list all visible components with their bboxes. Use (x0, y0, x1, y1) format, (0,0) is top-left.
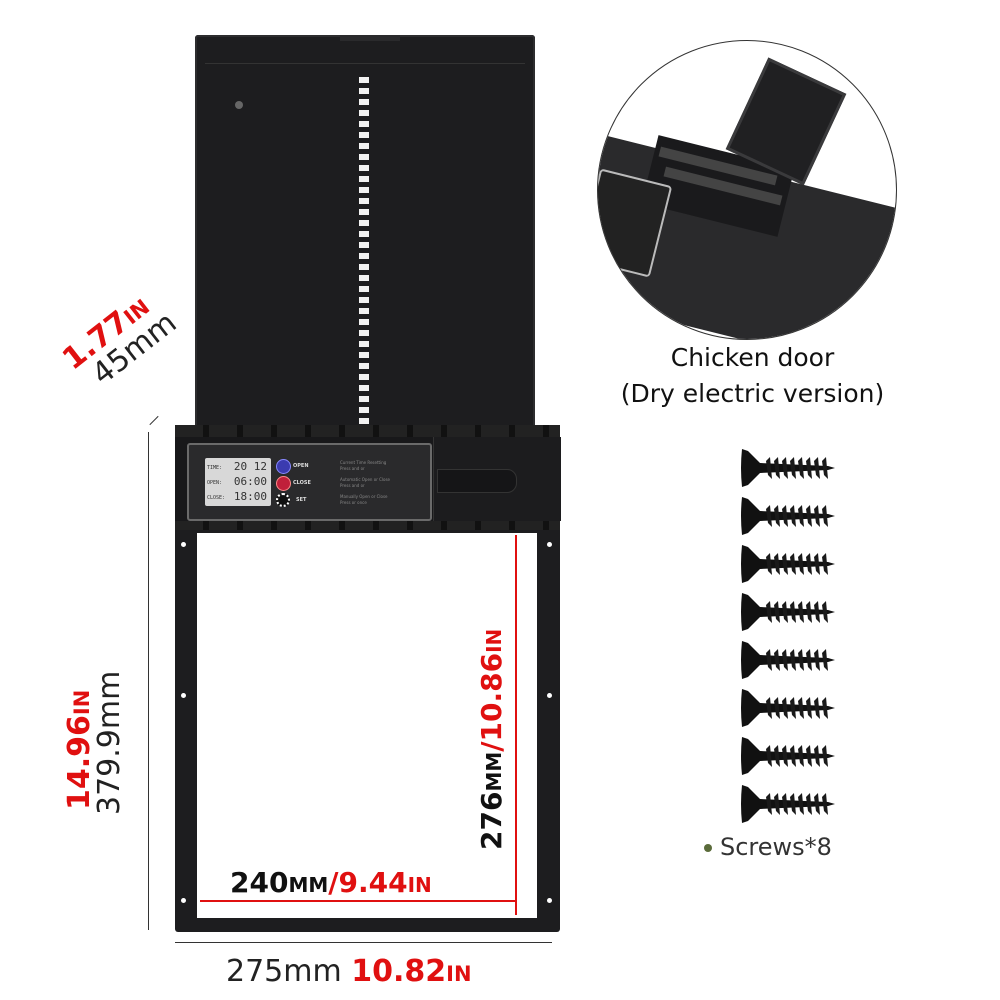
separator: / (328, 866, 339, 899)
close-label: CLOSE (293, 480, 311, 486)
screw-icon (738, 541, 838, 587)
latch (437, 469, 517, 493)
lcd-close-label: CLOSE: (207, 495, 226, 501)
lcd-open-value: 06:00 (233, 475, 267, 488)
height-dimension-line (148, 432, 149, 930)
width-dimension-line (175, 942, 552, 943)
opening-width-in: 9.44in (338, 866, 432, 899)
instruction-title: Automatic Open or Close (340, 477, 390, 482)
width-mm: 275mm (226, 954, 342, 989)
width-label: 275mm 10.82in (226, 954, 472, 989)
lcd-time-value: 20 12 (233, 460, 267, 473)
close-button[interactable] (276, 476, 291, 491)
instruction-text: Press and or (340, 466, 365, 471)
bullet (704, 844, 712, 852)
depth-dimension-tick (149, 415, 159, 426)
door-frame (175, 530, 560, 932)
sliding-door-panel (195, 35, 535, 432)
screw-icon (738, 685, 838, 731)
screw-icon (738, 781, 838, 827)
detail-closeup (597, 40, 897, 340)
width-in: 10.82in (351, 954, 472, 989)
opening-height-label: 276mm/10.86in (475, 629, 508, 850)
lcd-close-value: 18:00 (233, 490, 267, 503)
screw-icon (738, 733, 838, 779)
open-button[interactable] (276, 459, 291, 474)
instruction-title: Manually Open or Close (340, 494, 388, 499)
caption: Chicken door (Dry electric version) (600, 340, 905, 412)
opening-height-arrow (515, 535, 517, 915)
panel-hole (235, 101, 243, 109)
opening-height-in: 10.86in (475, 628, 508, 742)
set-button[interactable] (276, 493, 290, 507)
height-mm: 379.9mm (92, 670, 127, 815)
gear-track (359, 77, 369, 432)
screws-label: Screws*8 (704, 833, 832, 861)
screw-icon (738, 493, 838, 539)
screws-count-label: Screws*8 (720, 833, 832, 861)
lcd-time-label: TIME: (207, 465, 223, 471)
height-label: 14.96in 379.9mm (62, 670, 127, 860)
opening-width-label: 240mm/9.44in (230, 866, 432, 899)
set-label: SET (296, 497, 307, 503)
open-label: OPEN (293, 463, 309, 469)
screw-icon (738, 637, 838, 683)
instruction-text: Press and or (340, 483, 365, 488)
screw-icon (738, 445, 838, 491)
height-in: 14.96in (62, 689, 97, 810)
lcd-display: TIME: 20 12 OPEN: 06:00 CLOSE: 18:00 (205, 458, 271, 506)
separator: / (475, 741, 508, 752)
opening-width-arrow (200, 900, 515, 902)
instruction-text: Press or once (340, 500, 367, 505)
opening-width-mm: 240mm (230, 866, 329, 899)
screw-icon (738, 589, 838, 635)
opening-height-mm: 276mm (475, 751, 508, 850)
caption-subtitle: (Dry electric version) (620, 379, 885, 408)
lcd-open-label: OPEN: (207, 480, 223, 486)
caption-title: Chicken door (670, 343, 835, 372)
depth-label: 1.77in 45mm (56, 284, 183, 399)
instruction-title: Current Time Resetting (340, 460, 387, 465)
